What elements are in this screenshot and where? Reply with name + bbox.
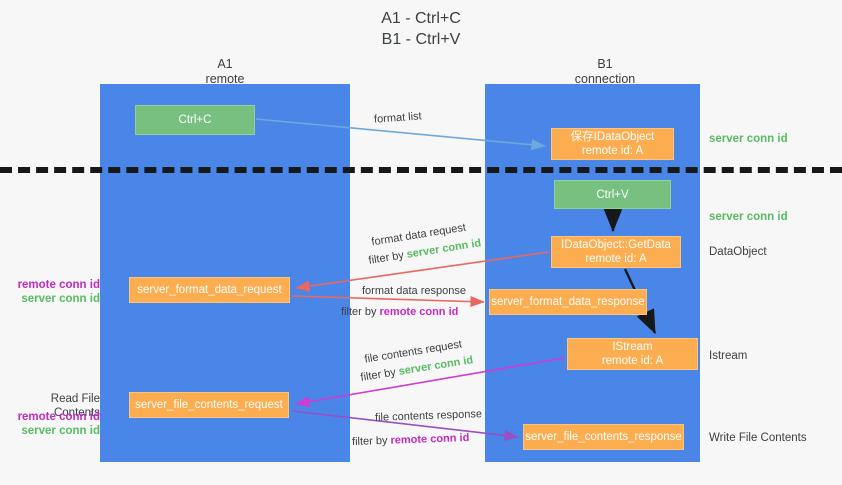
filter-value-remote-conn-id: remote conn id [379,306,459,318]
annotation-istream: Istream [709,350,748,362]
edge-label-format-data-response-filter: filter by remote conn id [341,305,458,319]
annotation-remote-conn-id-2: remote conn id [17,411,100,423]
column-header-a1-name: A1 [217,57,233,71]
edge-label-format-list: format list [373,110,423,126]
filter-prefix: filter by [341,306,380,318]
node-istream-line2: remote id: A [601,355,664,367]
node-ctrl-v[interactable]: Ctrl+V [554,180,671,209]
node-server-file-contents-request[interactable]: server_file_contents_request [129,392,289,418]
column-header-a1-role: remote [205,72,245,86]
title-line-2: B1 - Ctrl+V [381,31,461,48]
divider-dashed-line [0,167,842,173]
page-title: A1 - Ctrl+C B1 - Ctrl+V [0,8,842,50]
filter-prefix: filter by [351,434,391,449]
node-ctrl-c-label: Ctrl+C [178,114,212,126]
node-server-file-contents-request-label: server_file_contents_request [135,399,283,411]
node-istream[interactable]: IStream remote id: A [567,338,698,370]
annotation-left-conn-ids-1: remote conn id server conn id [8,278,100,306]
node-server-file-contents-response-label: server_file_contents_response [525,431,682,443]
node-getdata-line2: remote id: A [585,253,647,265]
node-server-file-contents-response[interactable]: server_file_contents_response [523,424,684,450]
filter-prefix: filter by [367,248,408,267]
annotation-remote-conn-id-1: remote conn id [17,279,100,291]
filter-value-remote-conn-id: remote conn id [390,431,470,447]
node-server-format-data-request-label: server_format_data_request [137,284,282,296]
column-header-b1-name: B1 [597,57,613,71]
node-server-format-data-response-label: server_format_data_response [491,296,645,308]
node-server-format-data-response[interactable]: server_format_data_response [489,289,647,315]
edge-label-file-contents-response-filter: filter by remote conn id [352,431,470,449]
edge-label-format-data-response: format data response [362,285,466,297]
annotation-dataobject: DataObject [709,246,767,258]
annotation-read-file-contents: Read File Contents [50,393,100,419]
node-server-format-data-request[interactable]: server_format_data_request [129,277,290,303]
node-ctrl-c[interactable]: Ctrl+C [135,105,255,135]
node-save-idataobject-line1: 保存IDataObject [570,131,655,143]
annotation-left-conn-ids-2: remote conn id server conn id [8,410,100,438]
edge-label-file-contents-response: file contents response [374,408,483,424]
column-header-b1-role: connection [574,72,636,86]
filter-prefix: filter by [359,365,400,384]
column-header-a1: A1 remote [100,57,350,87]
node-idataobject-getdata[interactable]: IDataObject::GetData remote id: A [551,236,681,268]
annotation-write-file-contents: Write File Contents [709,432,807,444]
annotation-server-conn-id-mid: server conn id [709,211,788,223]
node-save-idataobject[interactable]: 保存IDataObject remote id: A [551,128,674,160]
node-ctrl-v-label: Ctrl+V [596,188,629,201]
title-line-1: A1 - Ctrl+C [381,10,461,27]
node-istream-line1: IStream [612,341,653,353]
annotation-server-conn-id-1: server conn id [21,293,100,305]
annotation-server-conn-id-2: server conn id [21,425,100,437]
node-getdata-line1: IDataObject::GetData [561,239,671,251]
node-save-idataobject-line2: remote id: A [581,145,644,157]
column-header-b1: B1 connection [480,57,730,87]
annotation-server-conn-id-top: server conn id [709,133,788,145]
